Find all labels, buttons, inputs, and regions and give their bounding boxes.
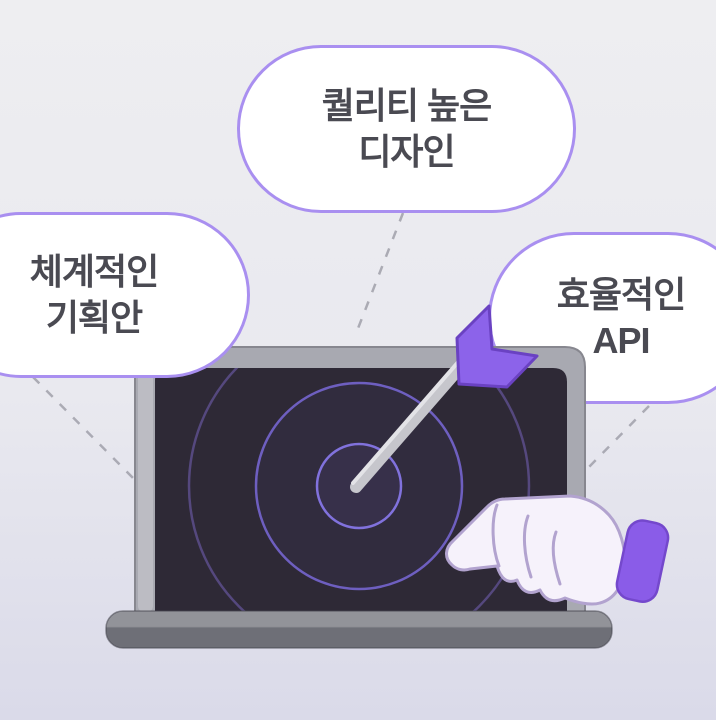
sleeve-cuff xyxy=(615,519,670,603)
dart-shaft-highlight xyxy=(351,351,468,485)
dart-shaft xyxy=(350,350,476,493)
target-ring-outer xyxy=(187,368,531,614)
laptop-base xyxy=(105,610,613,649)
finger-crease xyxy=(551,530,562,586)
speech-bubble-quality-design: 퀄리티 높은 디자인 xyxy=(237,45,576,213)
bubble-line: 기획안 xyxy=(45,297,143,338)
bubble-line: API xyxy=(592,320,650,361)
pointing-hand-icon xyxy=(445,494,670,606)
connector-right-dashed xyxy=(586,405,650,470)
laptop-frame-highlight xyxy=(138,352,153,612)
dart-arrow xyxy=(350,304,539,493)
finger-crease xyxy=(522,514,533,579)
finger-crease xyxy=(491,503,501,568)
dart-fletching-icon xyxy=(455,304,539,389)
speech-bubble-systematic-plan: 체계적인 기획안 xyxy=(0,212,250,378)
bubble-line: 체계적인 xyxy=(29,250,159,292)
bubble-line: 디자인 xyxy=(358,131,455,172)
connector-left-dashed xyxy=(32,376,134,479)
bubble-line: 효율적인 xyxy=(556,273,686,315)
bubble-line: 퀄리티 높은 xyxy=(321,84,493,126)
hand-outline xyxy=(445,494,627,606)
connector-top-dashed xyxy=(355,212,405,332)
